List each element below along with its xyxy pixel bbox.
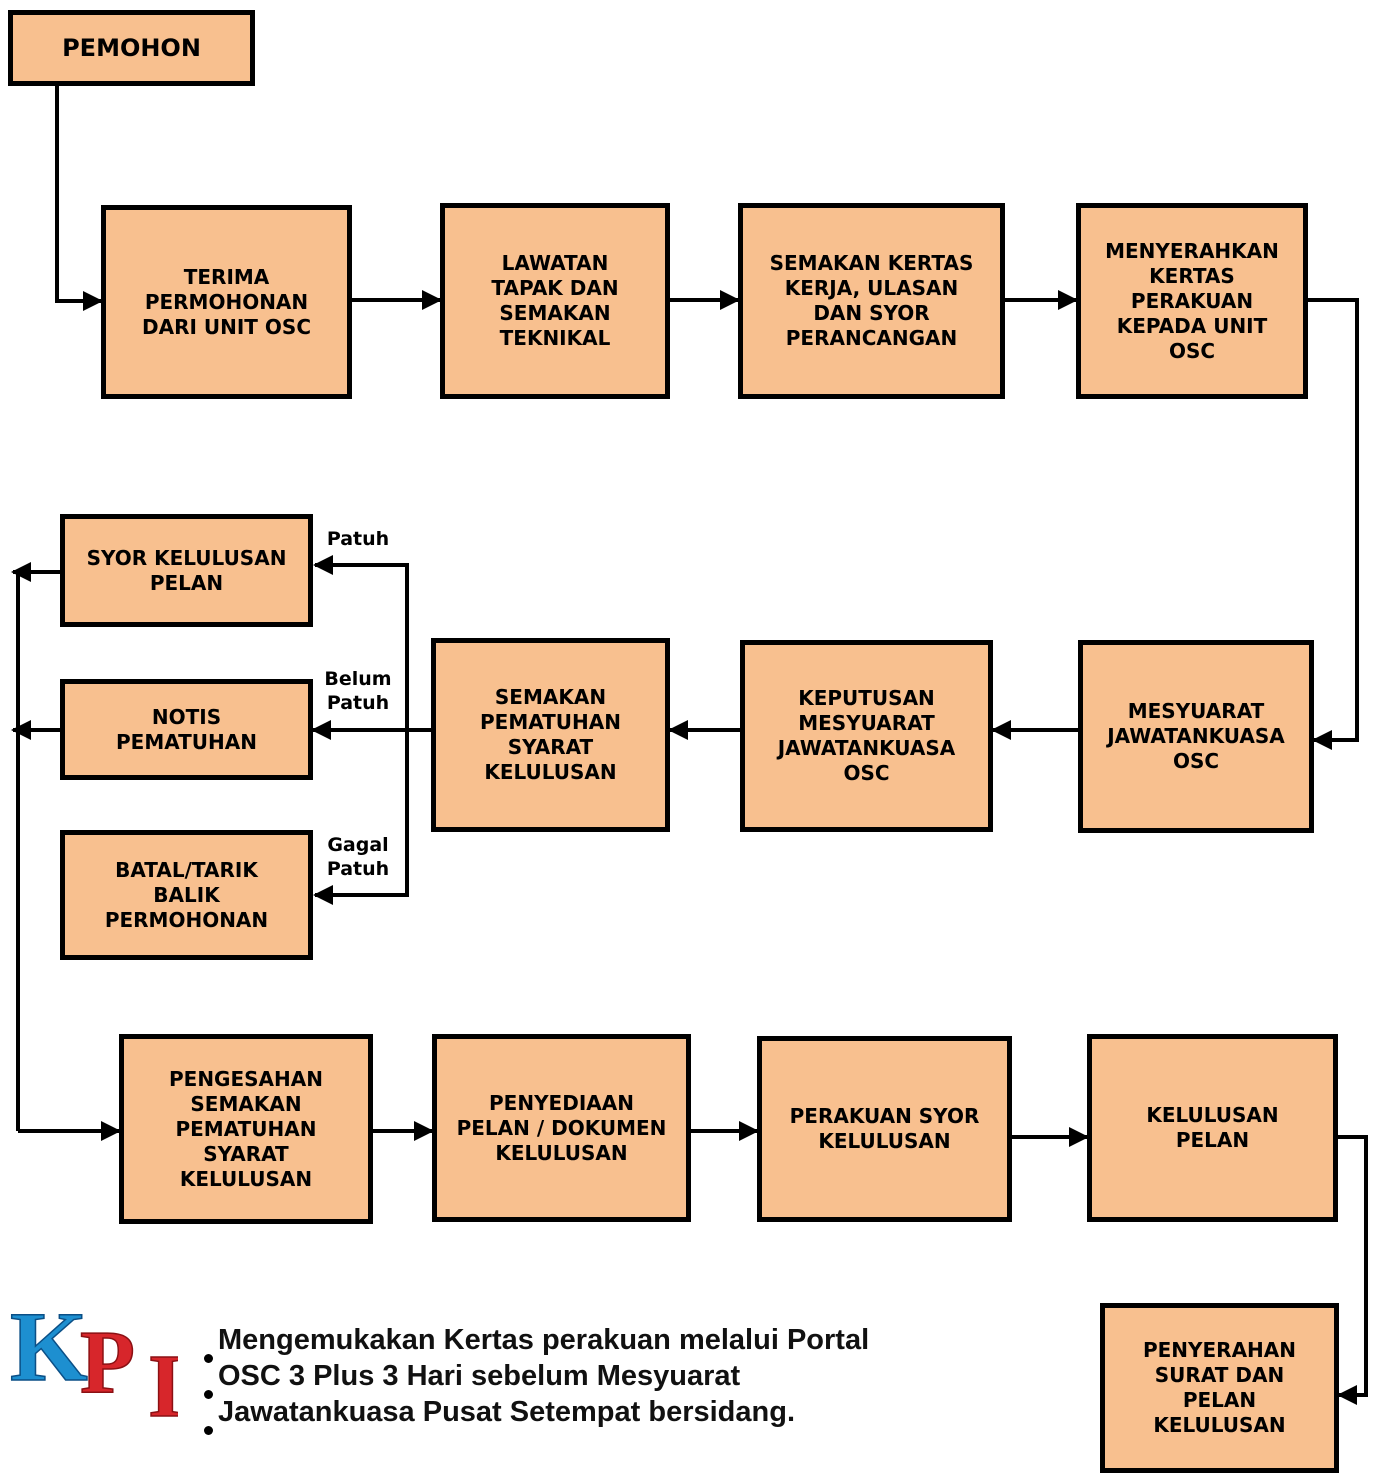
arrow-kelulusan-penyerahan — [1337, 1135, 1368, 1405]
svg-text:K: K — [10, 1300, 88, 1402]
svg-text:I: I — [148, 1337, 178, 1420]
node-penyediaan-pelan: PENYEDIAAN PELAN / DOKUMEN KELULUSAN — [432, 1034, 691, 1222]
node-kelulusan-pelan: KELULUSAN PELAN — [1087, 1034, 1338, 1222]
arrow-menyerahkan-mesyuarat — [1308, 298, 1359, 750]
arrow-pemohon-terima — [55, 86, 103, 311]
edge-label-gagal-patuh: Gagal Patuh — [326, 834, 390, 880]
node-syor-kelulusan-pelan: SYOR KELULUSAN PELAN — [60, 514, 313, 627]
node-terima-permohonan: TERIMA PERMOHONAN DARI UNIT OSC — [101, 205, 352, 399]
bullet-3 — [204, 1426, 213, 1435]
node-pengesahan-semakan: PENGESAHAN SEMAKAN PEMATUHAN SYARAT KELU… — [119, 1034, 373, 1224]
edge-label-belum-patuh: Belum Patuh — [324, 668, 392, 714]
edge-label-patuh: Patuh — [326, 528, 390, 550]
arrow-branch-batal — [313, 730, 409, 905]
node-notis-pematuhan: NOTIS PEMATUHAN — [60, 679, 313, 780]
node-batal-tarik-balik: BATAL/TARIK BALIK PERMOHONAN — [60, 830, 313, 960]
node-perakuan-syor: PERAKUAN SYOR KELULUSAN — [757, 1036, 1012, 1222]
node-lawatan-tapak: LAWATAN TAPAK DAN SEMAKAN TEKNIKAL — [440, 203, 670, 399]
node-menyerahkan-kertas: MENYERAHKAN KERTAS PERAKUAN KEPADA UNIT … — [1076, 203, 1308, 399]
node-pemohon: PEMOHON — [8, 10, 255, 86]
bullet-2 — [204, 1390, 213, 1399]
node-semakan-kertas-kerja: SEMAKAN KERTAS KERJA, ULASAN DAN SYOR PE… — [738, 203, 1005, 399]
bullet-1 — [204, 1354, 213, 1363]
footer-note: Mengemukakan Kertas perakuan melalui Por… — [218, 1324, 870, 1428]
node-semakan-pematuhan: SEMAKAN PEMATUHAN SYARAT KELULUSAN — [431, 638, 670, 832]
node-mesyuarat-jawatankuasa: MESYUARAT JAWATANKUASA OSC — [1078, 640, 1314, 833]
kpi-logo: K P I — [9, 1300, 178, 1420]
node-keputusan-mesyuarat: KEPUTUSAN MESYUARAT JAWATANKUASA OSC — [740, 640, 993, 832]
svg-text:P: P — [80, 1313, 135, 1412]
arrow-branch-syor — [313, 555, 409, 730]
node-penyerahan-surat: PENYERAHAN SURAT DAN PELAN KELULUSAN — [1100, 1303, 1339, 1473]
